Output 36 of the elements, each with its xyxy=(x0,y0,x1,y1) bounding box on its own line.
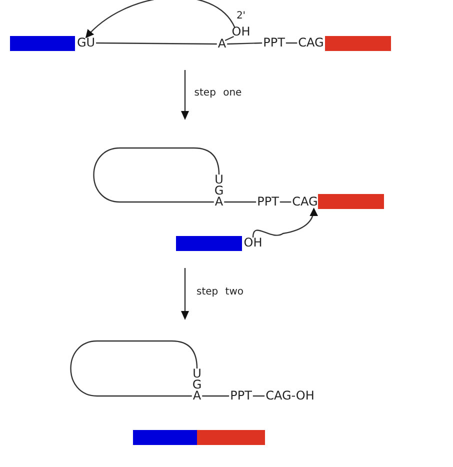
step-label: step two xyxy=(196,286,244,298)
sequence-label: PPT xyxy=(230,390,252,402)
strand-line xyxy=(224,36,234,42)
exon-bar xyxy=(10,36,75,51)
sequence-label: G xyxy=(214,186,224,196)
strand-line xyxy=(93,147,220,203)
strand-line xyxy=(96,42,217,45)
sequence-label: G xyxy=(192,380,202,390)
strand-line xyxy=(70,340,198,397)
sequence-label: OH xyxy=(244,238,262,248)
sequence-label: GU xyxy=(76,38,96,48)
sequence-label: PPT xyxy=(257,196,279,208)
sequence-label: CAG xyxy=(292,196,318,208)
sequence-label: A xyxy=(214,196,224,208)
sequence-label: U xyxy=(214,174,224,186)
strand-line xyxy=(224,201,256,203)
exon-bar xyxy=(176,236,242,251)
arrow xyxy=(85,0,236,38)
strand-line xyxy=(280,201,292,203)
sequence-label: PPT xyxy=(263,38,285,48)
position-label: 2' xyxy=(236,10,246,22)
sequence-label: CAG-OH xyxy=(266,390,314,402)
sequence-label: A xyxy=(218,38,226,50)
exon-bar xyxy=(318,194,384,209)
exon-bar xyxy=(197,430,265,445)
exon-bar xyxy=(325,36,391,51)
strand-line xyxy=(227,42,262,45)
strand-line xyxy=(286,42,298,44)
strand-line xyxy=(202,395,230,397)
sequence-label: CAG xyxy=(298,38,324,48)
sequence-label: OH xyxy=(232,26,250,38)
sequence-label: A xyxy=(192,390,202,402)
step-label: step one xyxy=(194,88,242,98)
exon-bar xyxy=(133,430,197,445)
sequence-label: U xyxy=(192,368,202,380)
strand-line xyxy=(252,395,265,397)
